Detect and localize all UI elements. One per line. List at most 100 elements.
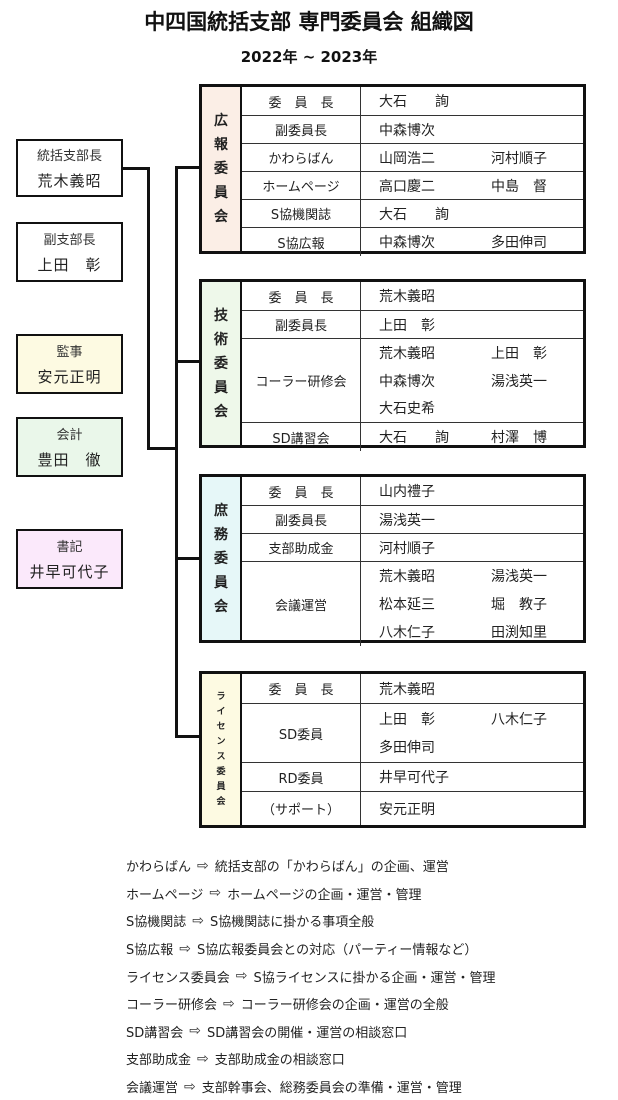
committee-row: コーラー研修会 荒木義昭上田 彰 中森博次湯浅英一 大石史希 <box>242 338 583 422</box>
row-role: コーラー研修会 <box>242 339 361 422</box>
committee-row: SD委員 上田 彰八木仁子 多田伸司 <box>242 703 583 762</box>
member: 大石 詢 <box>379 94 449 110</box>
box-secretary: 書記 井早可代子 <box>16 529 123 589</box>
legend-item: SD講習会⇨SD講習会の開催・運営の相談窓口 <box>126 1018 606 1046</box>
committee-row: SD講習会 大石 詢村澤 博 <box>242 422 583 451</box>
box-role: 書記 <box>56 540 83 555</box>
member: 荒木義昭 <box>379 569 435 585</box>
member: 大石 詢 <box>379 430 449 446</box>
box-role: 会計 <box>56 428 83 443</box>
member: 安元正明 <box>379 801 435 818</box>
member: 田渕知里 <box>491 625 547 641</box>
legend-term: 会議運営 <box>126 1081 179 1097</box>
member: 上田 彰 <box>379 712 435 728</box>
committee-row: 会議運営 荒木義昭 湯浅英一 松本延三 堀 教子 八木仁子 田渕知里 <box>242 561 583 646</box>
member: 中島 督 <box>491 178 547 195</box>
label-char: 員 <box>214 574 228 591</box>
member: 上田 彰 <box>491 345 547 362</box>
committee-row: 副委員長 上田 彰 <box>242 310 583 338</box>
label-char: 員 <box>214 185 228 201</box>
committee-row: 委 員 長 大石 詢 <box>242 87 583 115</box>
committee-row: S協機関誌 大石 詢 <box>242 199 583 227</box>
box-vice-chief: 副支部長 上田 彰 <box>16 222 123 282</box>
legend-term: コーラー研修会 <box>126 998 218 1014</box>
label-char: 会 <box>214 598 228 615</box>
committee-row: （サポート） 安元正明 <box>242 791 583 825</box>
label-char: ン <box>216 736 226 747</box>
committee-row: 副委員長 中森博次 <box>242 115 583 143</box>
member: 荒木義昭 <box>379 345 435 362</box>
label-char: 報 <box>214 137 228 153</box>
row-role: ホームページ <box>242 172 361 199</box>
member: 中森博次 <box>379 122 435 139</box>
member: 多田伸司 <box>379 740 435 756</box>
connector-branch-shomu <box>175 557 200 560</box>
legend-term: S協広報 <box>126 943 174 959</box>
page-subtitle: 2022年 ~ 2023年 <box>240 48 378 66</box>
connector-branch-license <box>175 735 200 738</box>
row-role: 会議運営 <box>242 562 361 646</box>
committee-row: かわらばん 山岡浩二河村順子 <box>242 143 583 171</box>
row-role: 副委員長 <box>242 311 361 338</box>
member: 山岡浩二 <box>379 150 435 167</box>
label-char: 会 <box>216 796 226 807</box>
row-role: 委 員 長 <box>242 87 361 115</box>
label-char: 員 <box>216 781 226 792</box>
member: 中森博次 <box>379 373 435 390</box>
label-char: 員 <box>214 379 228 396</box>
label-char: ラ <box>216 691 226 702</box>
member: 松本延三 <box>379 597 435 613</box>
member: 多田伸司 <box>491 235 547 251</box>
member: 高口慶二 <box>379 178 435 195</box>
legend-item: ライセンス委員会⇨S協ライセンスに掛かる企画・運営・管理 <box>126 962 606 990</box>
legend-desc: S協ライセンスに掛かる企画・運営・管理 <box>253 970 496 986</box>
legend-desc: 統括支部の「かわらばん」の企画、運営 <box>214 860 449 876</box>
committee-row: 委 員 長 荒木義昭 <box>242 282 583 310</box>
legend-desc: ホームページの企画・運営・管理 <box>227 887 422 903</box>
arrow-right-icon: ⇨ <box>197 857 209 874</box>
row-role: かわらばん <box>242 144 361 171</box>
committee-label: 庶 務 委 員 会 <box>202 477 242 640</box>
member: 八木仁子 <box>379 625 435 641</box>
arrow-right-icon: ⇨ <box>179 940 191 957</box>
label-char: 務 <box>214 526 228 543</box>
member: 八木仁子 <box>491 712 547 728</box>
committee-row: 支部助成金 河村順子 <box>242 533 583 561</box>
legend-item: ホームページ ⇨ ホームページの企画・運営・管理 <box>126 880 606 908</box>
row-role: 委 員 長 <box>242 282 361 310</box>
box-name: 荒木義昭 <box>37 172 102 190</box>
legend-term: ホームページ <box>126 887 204 903</box>
label-char: 会 <box>214 209 228 225</box>
committee-row: 副委員長 湯浅英一 <box>242 505 583 533</box>
label-char: 委 <box>216 766 226 777</box>
committee-row: S協広報 中森博次多田伸司 <box>242 227 583 256</box>
connector-branch-gijutsu <box>175 360 200 363</box>
legend-desc: SD講習会の開催・運営の相談窓口 <box>207 1025 408 1041</box>
label-char: 庶 <box>214 502 228 519</box>
label-char: 広 <box>214 113 228 129</box>
label-char: 委 <box>214 355 228 372</box>
box-name: 豊田 徹 <box>37 451 102 469</box>
connector-branch-koho <box>175 166 200 169</box>
arrow-right-icon: ⇨ <box>223 995 235 1012</box>
member: 湯浅英一 <box>491 569 547 585</box>
box-treasurer: 会計 豊田 徹 <box>16 417 123 477</box>
arrow-right-icon: ⇨ <box>209 885 222 902</box>
committee-shomu: 庶 務 委 員 会 委 員 長 山内禮子 副委員長 湯浅英一 支部助成金 河村順… <box>199 474 586 646</box>
connector-trunk-v <box>175 166 178 738</box>
member: 荒木義昭 <box>379 681 435 698</box>
member: 井早可代子 <box>379 770 449 786</box>
legend-item: S協機関誌⇨S協機関誌に掛かる事項全般 <box>126 907 606 935</box>
member: 湯浅英一 <box>379 512 435 529</box>
member: 堀 教子 <box>491 597 547 613</box>
legend-desc: 支部助成金の相談窓口 <box>214 1053 345 1069</box>
member: 河村順子 <box>379 540 435 557</box>
committee-koho: 広 報 委 員 会 委 員 長 大石 詢 副委員長 中森博次 かわらばん 山岡浩… <box>199 84 586 256</box>
legend-desc: 支部幹事会、総務委員会の準備・運営・管理 <box>201 1081 462 1097</box>
legend-desc: S協機関誌に掛かる事項全般 <box>210 915 375 931</box>
row-role: 委 員 長 <box>242 674 361 703</box>
box-auditor: 監事 安元正明 <box>16 334 123 394</box>
member: 上田 彰 <box>379 317 435 334</box>
legend-desc: コーラー研修会の企画・運営の全般 <box>240 998 449 1014</box>
committee-row: 委 員 長 山内禮子 <box>242 477 583 505</box>
